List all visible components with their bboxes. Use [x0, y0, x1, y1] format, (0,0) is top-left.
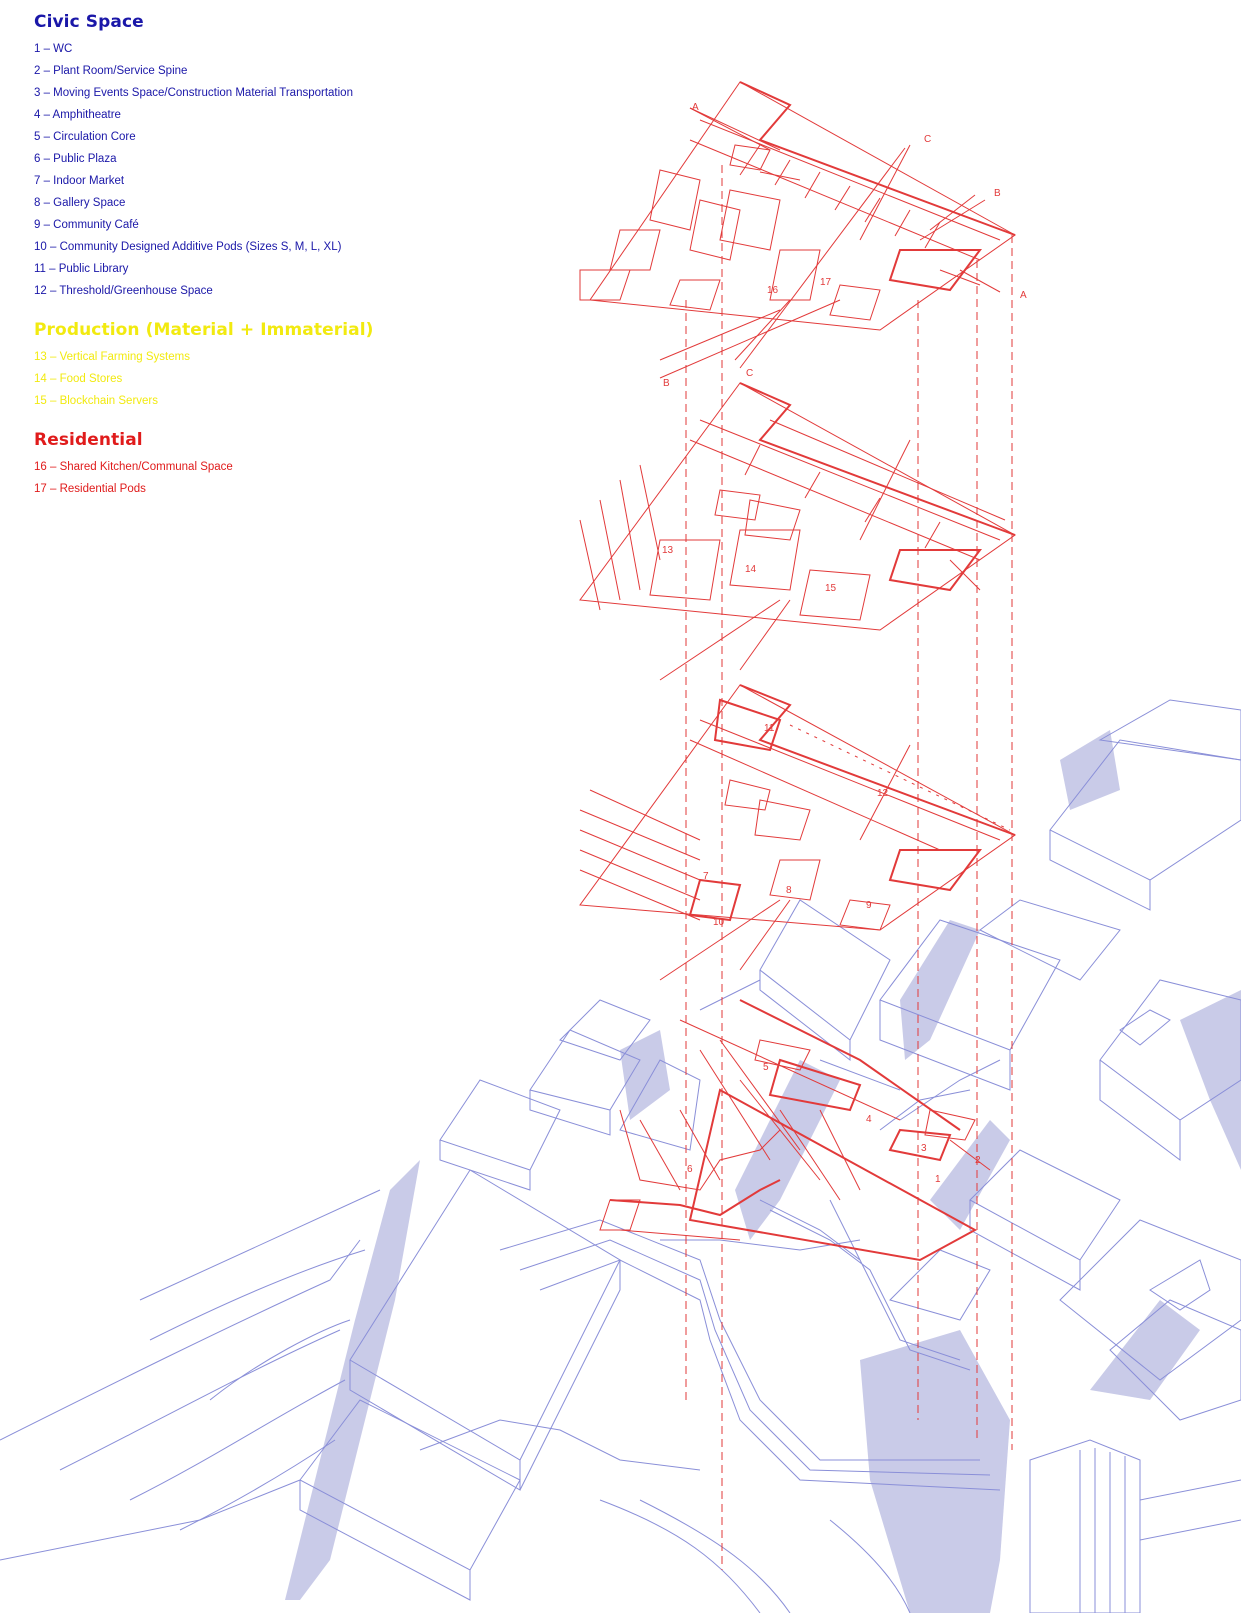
legend-item: 6 – Public Plaza: [34, 153, 117, 165]
legend-item: 2 – Plant Room/Service Spine: [34, 65, 188, 77]
legend-item: 8 – Gallery Space: [34, 197, 126, 209]
legend-residential-group: Residential 16 – Shared Kitchen/Communal…: [34, 430, 454, 500]
legend-item: 9 – Community Café: [34, 219, 139, 231]
legend-production-group: Production (Material + Immaterial) 13 – …: [34, 320, 454, 412]
section-marker-c-top: C: [924, 134, 931, 145]
legend-item: 10 – Community Designed Additive Pods (S…: [34, 241, 342, 253]
space-label-12: 12: [877, 788, 889, 799]
legend-item: 16 – Shared Kitchen/Communal Space: [34, 461, 233, 473]
floor-plates: [579, 81, 1016, 1570]
section-marker-b-left: B: [663, 378, 670, 389]
space-label-10: 10: [713, 917, 725, 928]
plate-level-1: [599, 999, 991, 1262]
space-label-2: 2: [975, 1155, 981, 1166]
section-marker-c-bottom: C: [746, 368, 753, 379]
space-label-17: 17: [820, 277, 832, 288]
plate-level-3: [579, 382, 1016, 681]
space-label-14: 14: [745, 564, 757, 575]
space-label-13: 13: [662, 545, 674, 556]
plate-level-4: [579, 81, 1016, 361]
legend: Civic Space 1 – WC 2 – Plant Room/Servic…: [34, 12, 454, 518]
space-label-3: 3: [921, 1143, 927, 1154]
legend-production-title: Production (Material + Immaterial): [34, 320, 374, 340]
space-label-5: 5: [763, 1062, 769, 1073]
context-shadows: [285, 730, 1241, 1613]
legend-civic-group: Civic Space 1 – WC 2 – Plant Room/Servic…: [34, 12, 454, 302]
legend-item: 12 – Threshold/Greenhouse Space: [34, 285, 213, 297]
section-marker-a-top: A: [692, 102, 699, 113]
legend-residential-title: Residential: [34, 430, 143, 450]
plate-level-2: [579, 684, 1016, 981]
section-markers: A A B B C C: [663, 102, 1027, 389]
space-label-8: 8: [786, 885, 792, 896]
space-label-7: 7: [703, 871, 709, 882]
legend-item: 14 – Food Stores: [34, 373, 123, 385]
legend-item: 5 – Circulation Core: [34, 131, 136, 143]
legend-item: 4 – Amphitheatre: [34, 109, 121, 121]
space-label-15: 15: [825, 583, 837, 594]
space-label-11: 11: [764, 723, 775, 734]
space-label-1: 1: [935, 1174, 941, 1185]
legend-item: 7 – Indoor Market: [34, 175, 125, 187]
alignment-lines: [685, 165, 1013, 1570]
legend-item: 11 – Public Library: [34, 263, 129, 275]
space-labels: 16 17 13 14 15 11 12 7 8 9 10 5 4 3 2 1 …: [662, 277, 981, 1185]
section-marker-a-right: A: [1020, 290, 1027, 301]
legend-residential-list: 16 – Shared Kitchen/Communal Space 17 – …: [34, 456, 454, 500]
legend-item: 17 – Residential Pods: [34, 483, 146, 495]
legend-item: 15 – Blockchain Servers: [34, 395, 159, 407]
legend-civic-title: Civic Space: [34, 12, 144, 32]
space-label-16: 16: [767, 285, 779, 296]
section-marker-b-right: B: [994, 188, 1001, 199]
space-label-9: 9: [866, 900, 872, 911]
legend-item: 13 – Vertical Farming Systems: [34, 351, 190, 363]
legend-production-list: 13 – Vertical Farming Systems 14 – Food …: [34, 346, 454, 412]
section-lines: [659, 107, 1001, 379]
space-label-4: 4: [866, 1114, 872, 1125]
legend-item: 1 – WC: [34, 43, 73, 55]
legend-civic-list: 1 – WC 2 – Plant Room/Service Spine 3 – …: [34, 38, 454, 302]
context-buildings: [0, 699, 1241, 1614]
space-label-6: 6: [687, 1164, 693, 1175]
legend-item: 3 – Moving Events Space/Construction Mat…: [34, 87, 353, 99]
